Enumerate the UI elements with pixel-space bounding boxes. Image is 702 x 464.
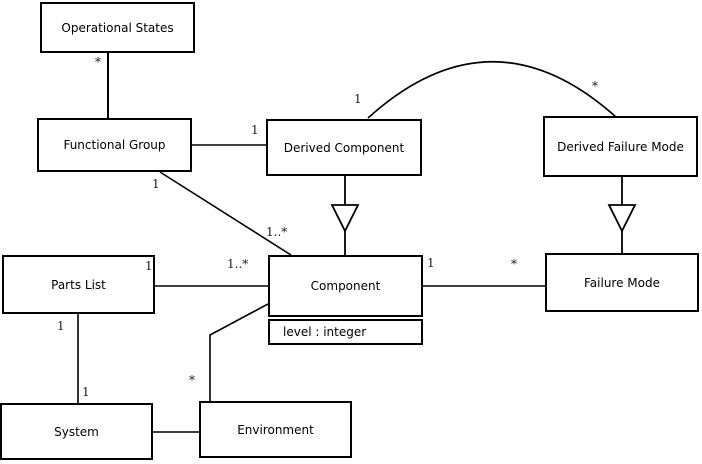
multiplicity-component-failuremode-source: 1 xyxy=(427,256,435,270)
multiplicity-fg-component-source: 1 xyxy=(152,177,160,191)
class-derived-failure-mode: Derived Failure Mode xyxy=(543,116,698,177)
multiplicity-partslist-system-target: 1 xyxy=(82,385,90,399)
class-system: System xyxy=(0,403,153,460)
class-component: Component xyxy=(268,255,423,317)
multiplicity-fg-component-target: 1..* xyxy=(266,225,288,239)
component-attribute-level: level : integer xyxy=(283,325,367,339)
class-component-attributes: level : integer xyxy=(268,319,423,345)
multiplicity-component-failuremode-target: * xyxy=(511,257,517,271)
multiplicity-arc-derivedcomponent: 1 xyxy=(354,92,362,106)
class-functional-group-label: Functional Group xyxy=(63,138,166,152)
multiplicity-opstates-fg: * xyxy=(95,55,101,69)
class-parts-list-label: Parts List xyxy=(51,277,106,292)
generalization-arrow-failuremode-icon xyxy=(607,204,637,234)
multiplicity-fg-derivedcomponent: 1 xyxy=(251,123,259,137)
class-derived-failure-mode-label: Derived Failure Mode xyxy=(557,139,684,154)
class-failure-mode: Failure Mode xyxy=(545,253,699,312)
class-derived-component: Derived Component xyxy=(266,119,422,176)
edge-derivedcomponent-derivedfailuremode-arc xyxy=(367,60,617,119)
class-system-label: System xyxy=(54,424,99,439)
multiplicity-partslist-system-source: 1 xyxy=(57,319,65,333)
class-failure-mode-label: Failure Mode xyxy=(584,275,660,290)
class-functional-group: Functional Group xyxy=(37,118,192,172)
generalization-arrow-component-icon xyxy=(330,204,360,234)
class-operational-states: Operational States xyxy=(40,2,195,53)
edge-environment-component xyxy=(209,303,269,401)
multiplicity-partslist-component-source: 1 xyxy=(145,259,153,273)
class-component-label: Component xyxy=(310,279,381,293)
class-parts-list: Parts List xyxy=(2,255,155,314)
class-derived-component-label: Derived Component xyxy=(283,140,405,155)
class-operational-states-label: Operational States xyxy=(61,20,174,35)
class-environment-label: Environment xyxy=(237,422,314,437)
multiplicity-environment-component: * xyxy=(189,373,195,387)
class-environment: Environment xyxy=(199,401,352,458)
multiplicity-partslist-component-target: 1..* xyxy=(227,257,249,271)
multiplicity-arc-derivedfailuremode: * xyxy=(592,79,598,93)
edge-functionalgroup-component xyxy=(159,171,292,256)
